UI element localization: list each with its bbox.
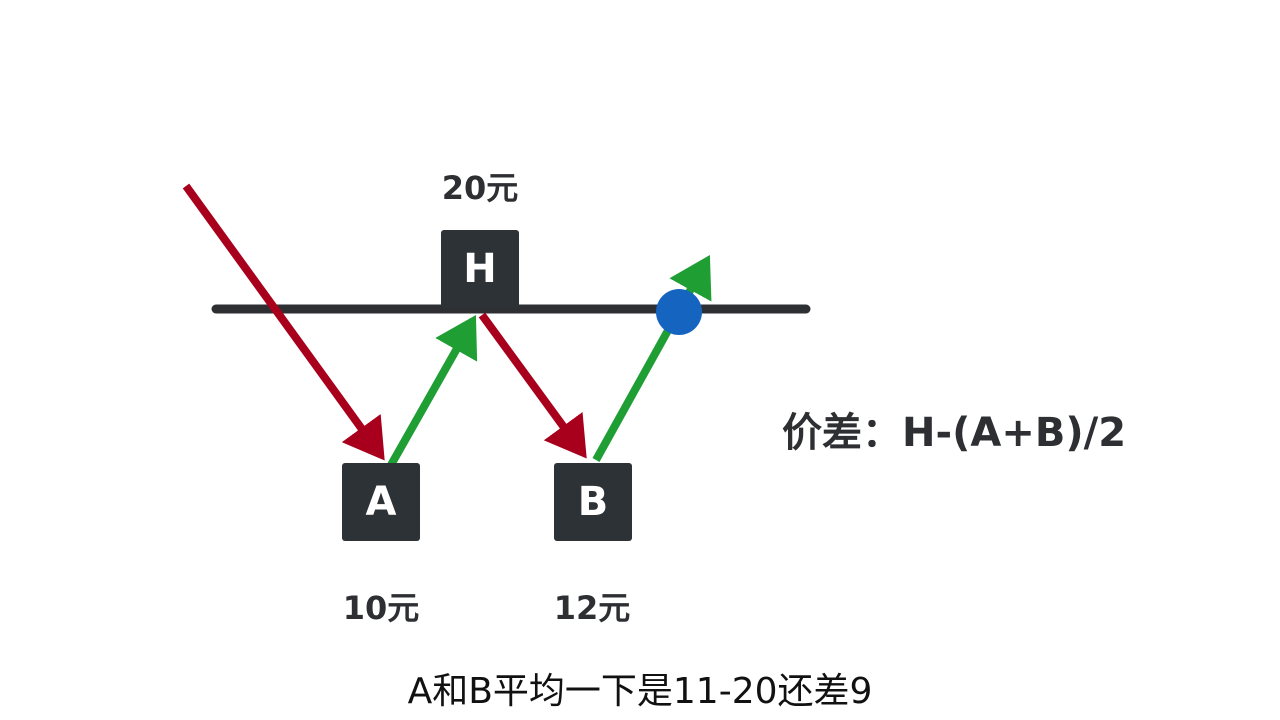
breakout-point <box>656 289 702 335</box>
node-a-label: A <box>365 479 397 525</box>
node-b: B <box>554 463 632 541</box>
price-a: 10元 <box>342 589 420 627</box>
node-h: H <box>441 230 519 308</box>
price-b: 12元 <box>553 589 631 627</box>
formula: 价差：H-(A+B)/2 <box>782 410 1127 456</box>
up-arrow-to-h <box>387 315 478 467</box>
node-a: A <box>342 463 420 541</box>
node-h-label: H <box>463 246 497 292</box>
down-arrow-to-a <box>182 183 385 461</box>
caption: A和B平均一下是11-20还差9 <box>407 671 873 712</box>
node-b-label: B <box>577 479 609 525</box>
down-arrow-to-b <box>478 312 587 459</box>
price-h: 20元 <box>441 169 519 207</box>
